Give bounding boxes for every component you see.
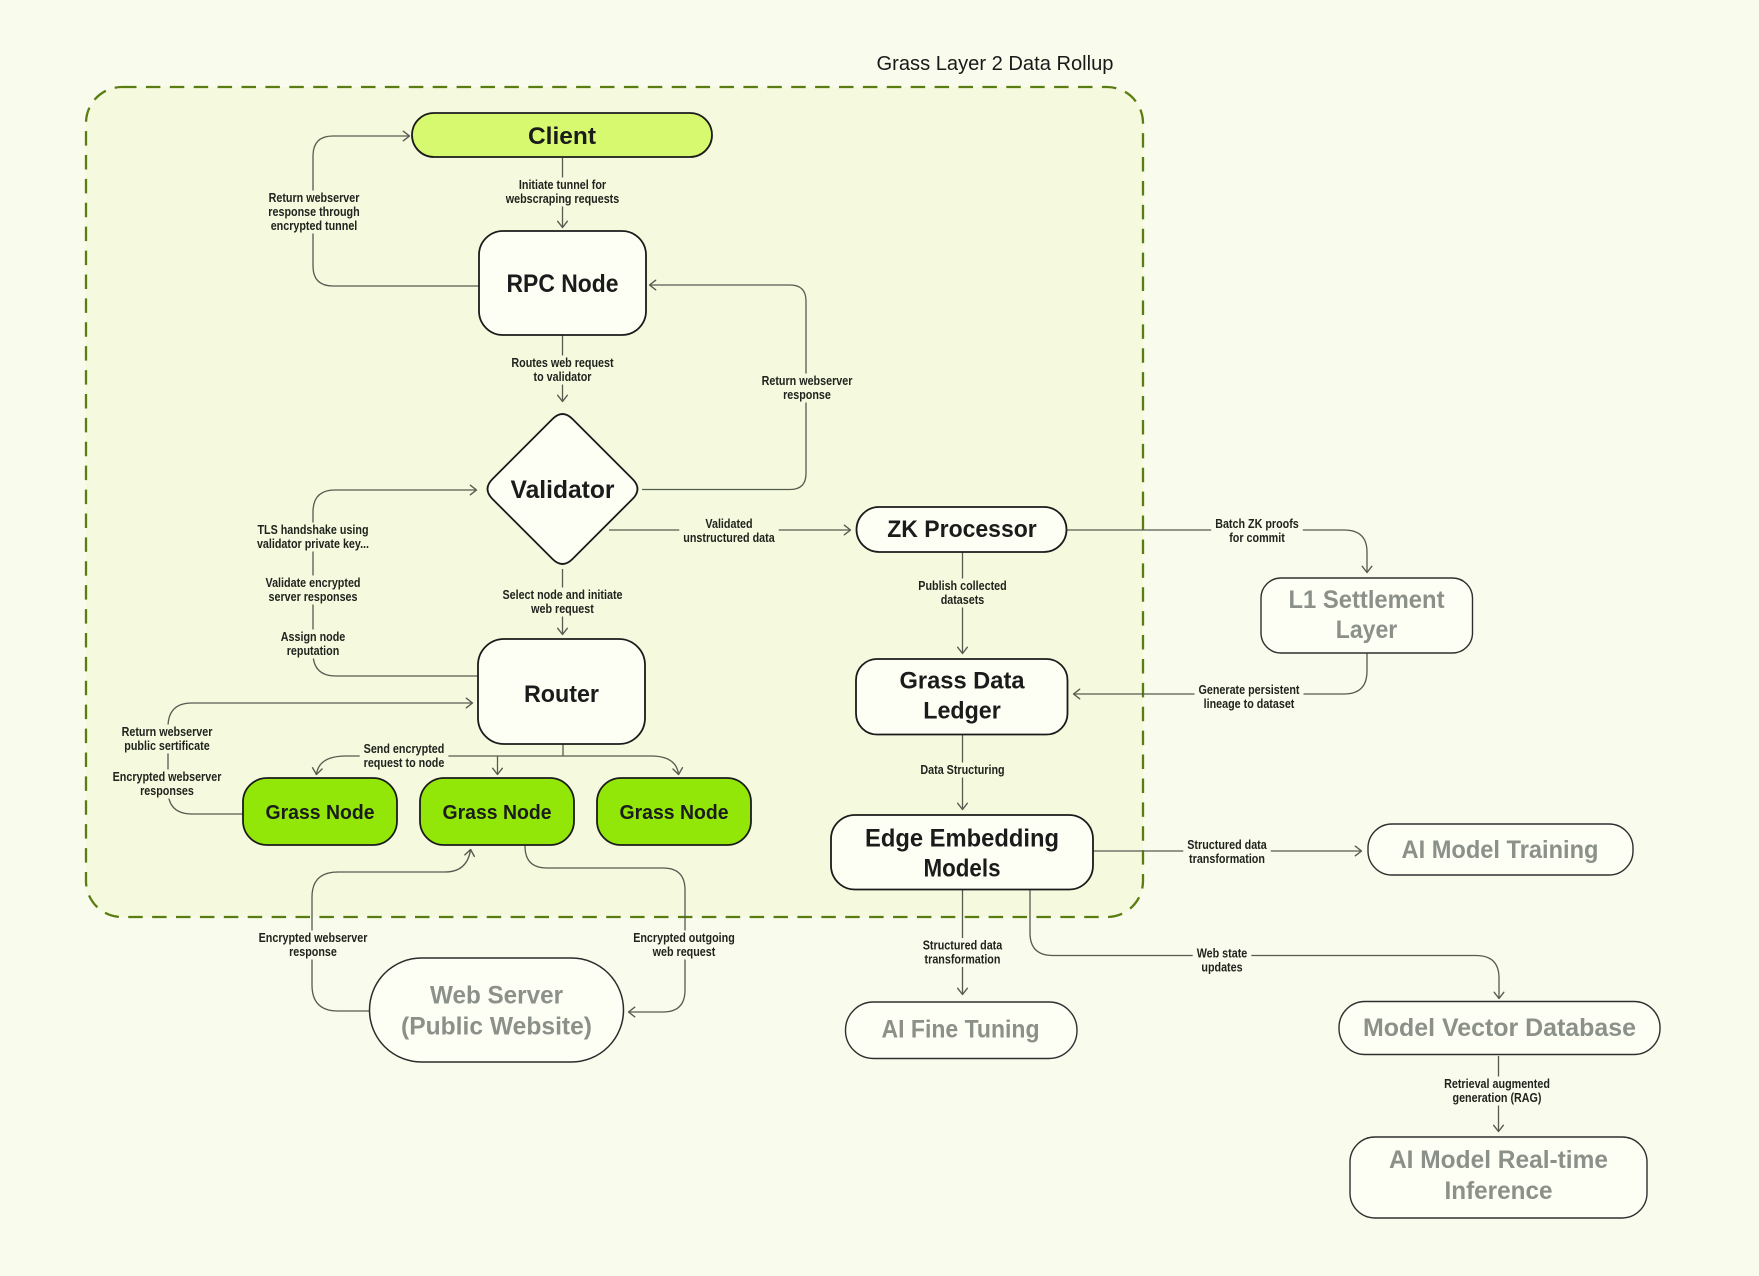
svg-text:response through: response through — [268, 205, 359, 219]
svg-text:Router: Router — [524, 681, 599, 708]
svg-text:AI Fine Tuning: AI Fine Tuning — [882, 1016, 1040, 1044]
svg-text:transformation: transformation — [1189, 852, 1265, 866]
svg-text:reputation: reputation — [287, 644, 340, 658]
svg-text:Generate persistent: Generate persistent — [1199, 683, 1301, 697]
svg-text:updates: updates — [1201, 961, 1242, 975]
svg-text:AI Model Real-time: AI Model Real-time — [1389, 1146, 1608, 1174]
svg-text:Grass Data: Grass Data — [900, 668, 1025, 695]
svg-text:Web state: Web state — [1197, 947, 1248, 961]
svg-text:Structured data: Structured data — [923, 939, 1003, 953]
svg-text:to validator: to validator — [534, 370, 592, 384]
svg-text:(Public Website): (Public Website) — [401, 1013, 592, 1041]
svg-text:Batch ZK proofs: Batch ZK proofs — [1215, 517, 1299, 531]
svg-text:validator private key...: validator private key... — [257, 537, 369, 551]
svg-text:Retrieval augmented: Retrieval augmented — [1444, 1077, 1550, 1091]
svg-text:Publish collected: Publish collected — [918, 579, 1006, 593]
svg-text:ZK Processor: ZK Processor — [887, 516, 1037, 543]
svg-text:Grass Layer 2 Data Rollup: Grass Layer 2 Data Rollup — [877, 53, 1114, 75]
svg-text:Web Server: Web Server — [430, 982, 563, 1010]
svg-text:Inference: Inference — [1445, 1177, 1553, 1205]
svg-text:AI Model Training: AI Model Training — [1402, 836, 1599, 864]
svg-text:Structured data: Structured data — [1187, 838, 1267, 852]
svg-text:transformation: transformation — [925, 953, 1001, 967]
svg-text:server responses: server responses — [269, 590, 358, 604]
svg-text:Validated: Validated — [705, 517, 752, 531]
svg-text:L1 Settlement: L1 Settlement — [1289, 586, 1446, 614]
svg-text:Return webserver: Return webserver — [762, 374, 853, 388]
svg-text:Grass Node: Grass Node — [443, 802, 552, 824]
svg-text:request to node: request to node — [364, 756, 445, 770]
svg-text:for commit: for commit — [1229, 531, 1285, 545]
svg-text:datasets: datasets — [941, 593, 985, 607]
svg-text:response: response — [289, 945, 337, 959]
svg-text:web request: web request — [530, 602, 594, 616]
svg-text:Layer: Layer — [1336, 616, 1398, 644]
svg-text:Encrypted webserver: Encrypted webserver — [113, 770, 222, 784]
svg-text:Ledger: Ledger — [923, 698, 1001, 725]
svg-text:Routes web request: Routes web request — [511, 356, 614, 370]
svg-text:encrypted tunnel: encrypted tunnel — [271, 219, 358, 233]
svg-text:Data Structuring: Data Structuring — [920, 763, 1004, 777]
svg-text:Validator: Validator — [511, 476, 615, 504]
svg-text:Grass Node: Grass Node — [620, 802, 729, 824]
svg-text:unstructured data: unstructured data — [683, 531, 775, 545]
svg-text:Encrypted webserver: Encrypted webserver — [259, 931, 368, 945]
svg-text:Return webserver: Return webserver — [269, 191, 360, 205]
svg-text:webscraping requests: webscraping requests — [505, 192, 619, 206]
svg-text:Return webserver: Return webserver — [122, 725, 213, 739]
svg-text:Send encrypted: Send encrypted — [364, 742, 445, 756]
svg-text:RPC Node: RPC Node — [507, 270, 619, 298]
svg-text:response: response — [783, 388, 831, 402]
svg-text:lineage to dataset: lineage to dataset — [1204, 697, 1296, 711]
svg-text:TLS handshake using: TLS handshake using — [257, 523, 368, 537]
svg-text:public sertificate: public sertificate — [124, 739, 209, 753]
svg-text:Edge Embedding: Edge Embedding — [865, 825, 1059, 853]
svg-text:Models: Models — [924, 855, 1001, 883]
svg-text:Client: Client — [528, 123, 596, 150]
svg-text:Grass Node: Grass Node — [266, 802, 375, 824]
svg-text:Select node and initiate: Select node and initiate — [502, 588, 622, 602]
svg-text:Assign node: Assign node — [281, 630, 346, 644]
svg-text:Validate encrypted: Validate encrypted — [266, 576, 361, 590]
svg-text:web request: web request — [652, 945, 716, 959]
svg-text:Model Vector Database: Model Vector Database — [1363, 1014, 1636, 1042]
svg-text:Encrypted outgoing: Encrypted outgoing — [633, 931, 735, 945]
svg-text:Initiate tunnel for: Initiate tunnel for — [519, 178, 606, 192]
svg-text:responses: responses — [140, 784, 194, 798]
svg-text:generation (RAG): generation (RAG) — [1453, 1091, 1542, 1105]
